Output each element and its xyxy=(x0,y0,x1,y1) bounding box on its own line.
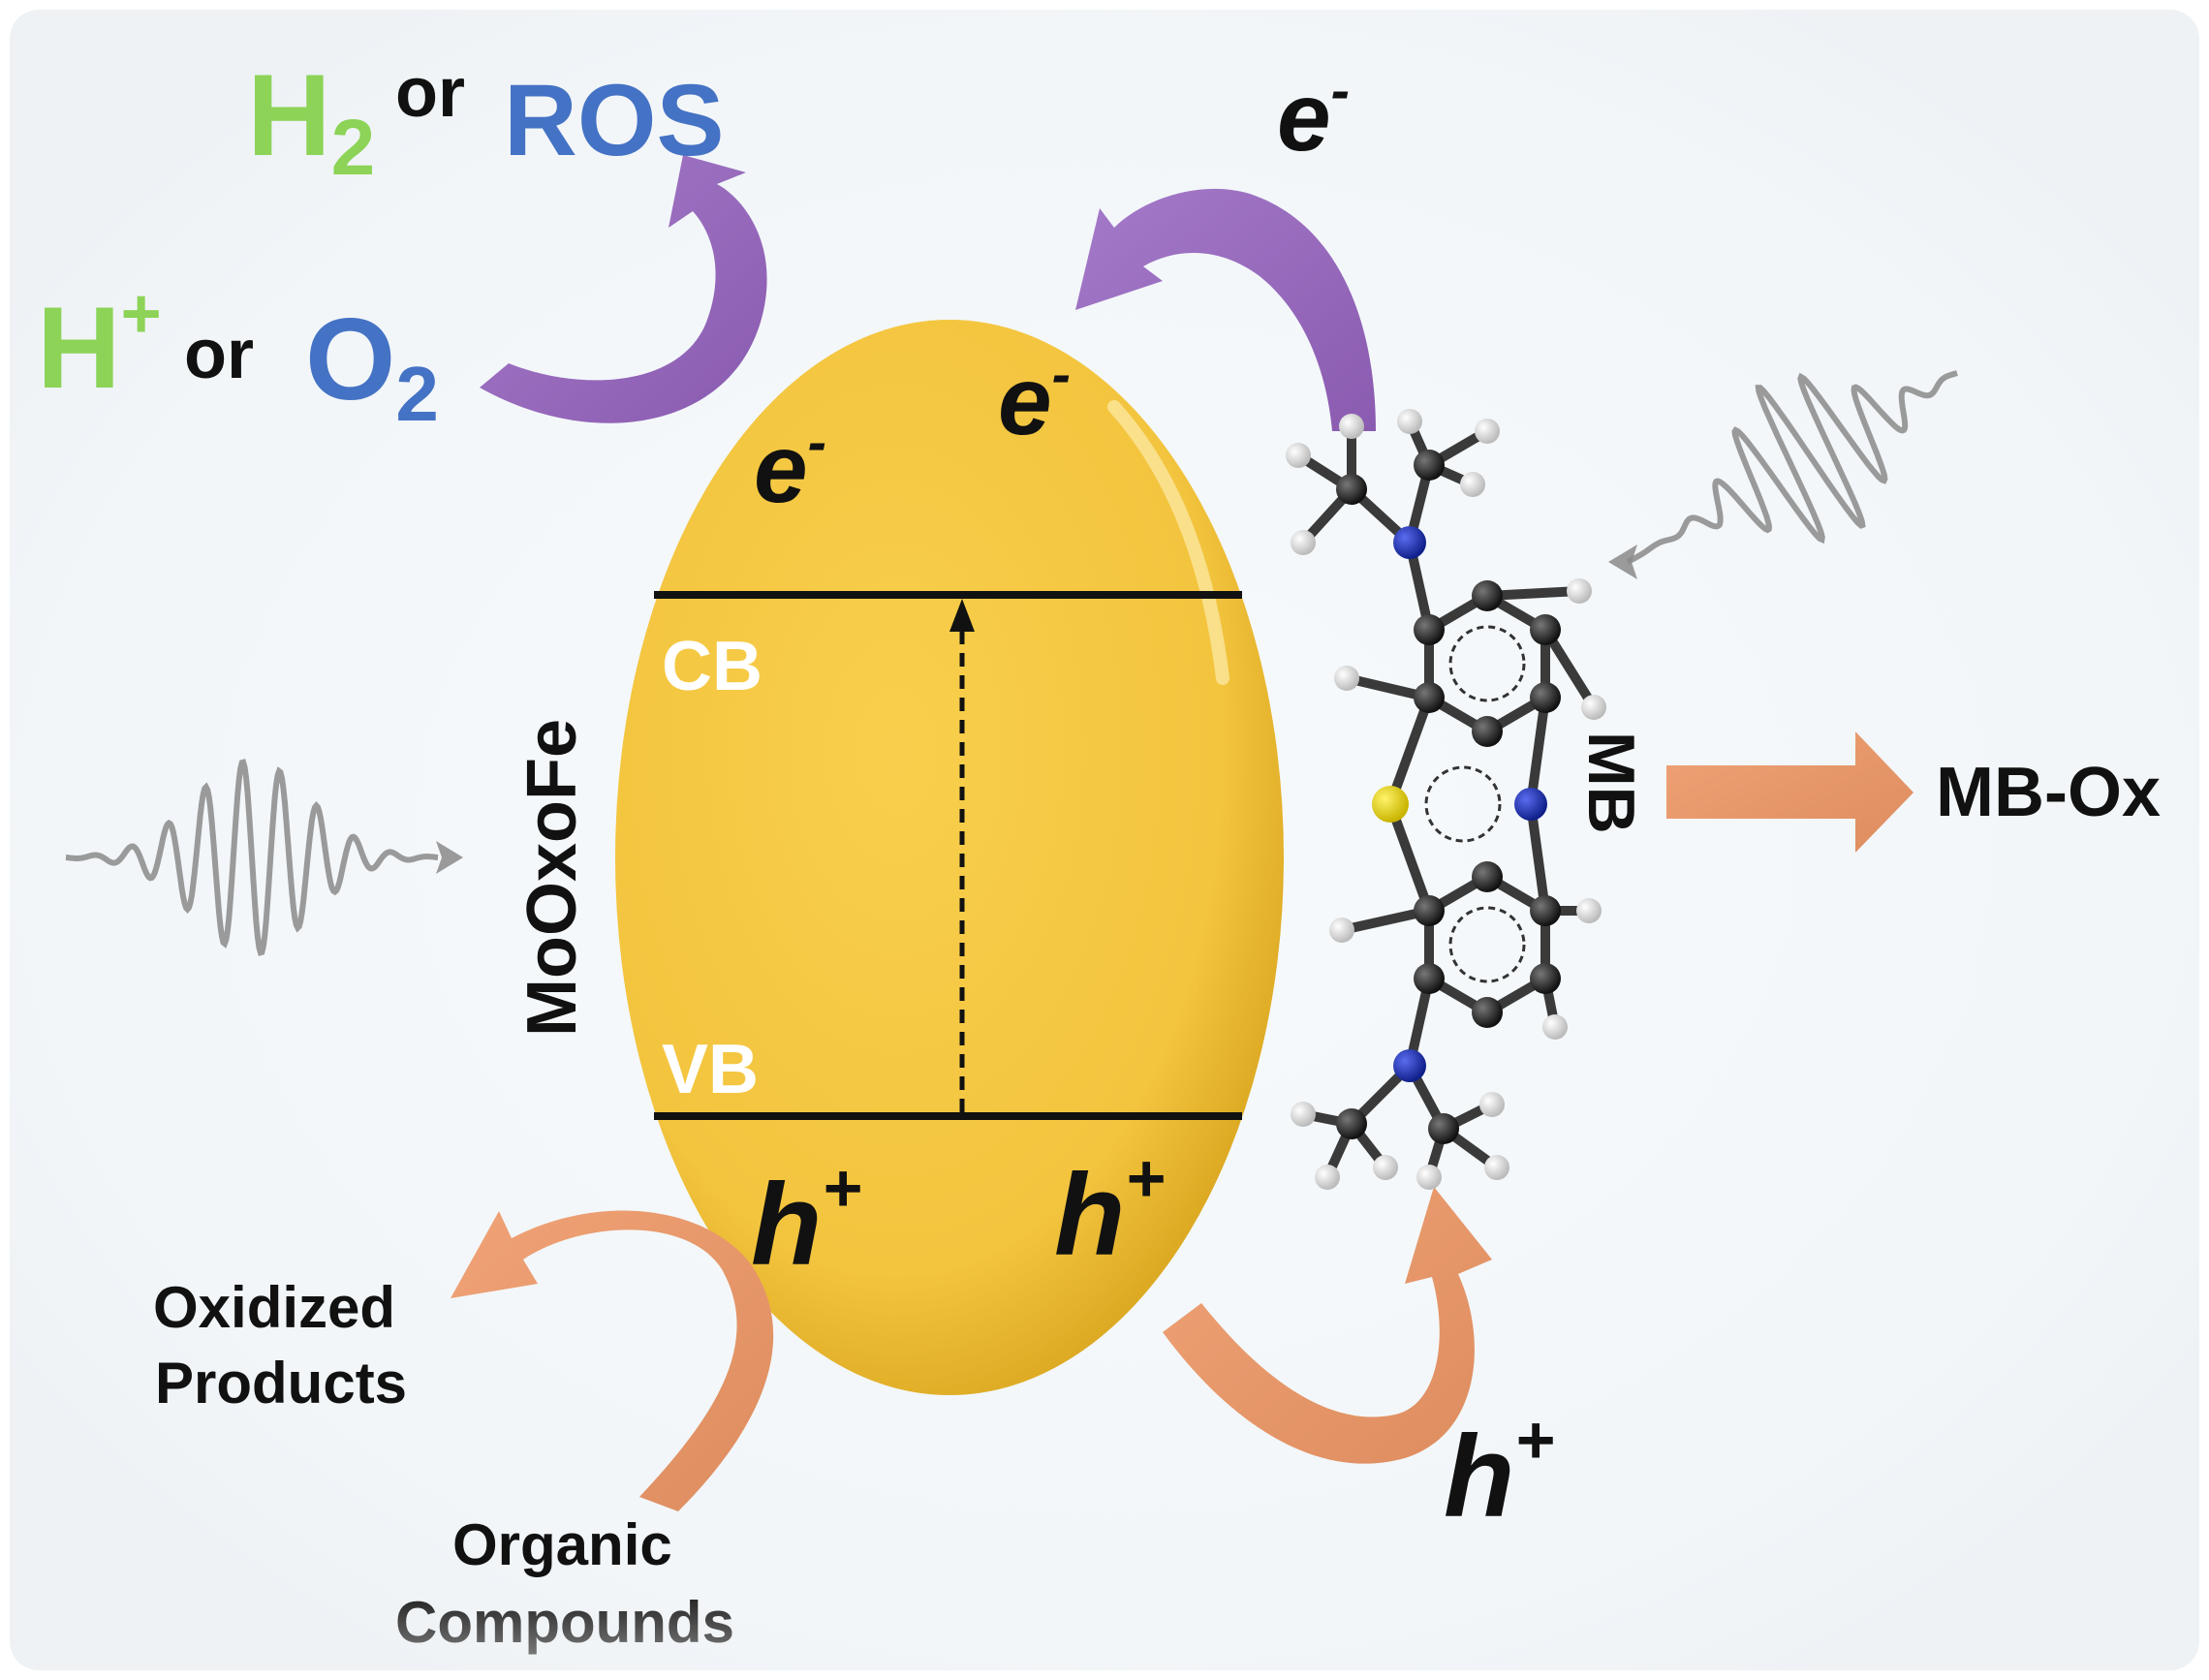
vb-label: VB xyxy=(662,1031,759,1108)
mb-label: MB xyxy=(1574,731,1648,834)
hydrogen-atom xyxy=(1479,1092,1505,1117)
aromatic-ring xyxy=(1448,906,1526,983)
carbon-atom xyxy=(1414,682,1445,713)
hydrogen-atom xyxy=(1286,443,1311,468)
purple-arrow-reduction xyxy=(480,155,767,423)
electron-label-left: e- xyxy=(754,411,826,523)
hydrogen-atom xyxy=(1567,578,1592,604)
cb-label: CB xyxy=(662,628,762,705)
or-bottom-label: or xyxy=(184,316,254,393)
hydrogen-atom xyxy=(1291,530,1316,555)
ros-label: ROS xyxy=(504,64,725,177)
hydrogen-atom xyxy=(1542,1014,1568,1040)
h2-label: H2 xyxy=(247,50,375,192)
carbon-atom xyxy=(1530,614,1561,645)
molecule-bond xyxy=(1526,693,1550,809)
molecule-bond xyxy=(1385,693,1434,809)
hydrogen-atom xyxy=(1581,695,1606,720)
carbon-atom xyxy=(1530,895,1561,926)
photocatalyst-particle xyxy=(615,320,1284,1395)
carbon-atom xyxy=(1414,963,1445,994)
hydrogen-atom xyxy=(1475,419,1500,444)
hydrogen-atom xyxy=(1373,1155,1398,1180)
organic-compounds-line1: Organic xyxy=(452,1512,672,1577)
h-plus-label: H+ xyxy=(37,275,162,413)
carbon-atom xyxy=(1530,963,1561,994)
hydrogen-atom xyxy=(1576,898,1602,923)
excitation-arrowhead xyxy=(949,599,975,632)
aromatic-ring xyxy=(1424,765,1502,843)
molecule-bond xyxy=(1526,799,1550,916)
carbon-atom xyxy=(1530,682,1561,713)
hydrogen-atom xyxy=(1416,1165,1442,1190)
hole-label-left: h+ xyxy=(751,1150,861,1290)
hydrogen-atom xyxy=(1484,1155,1509,1180)
carbon-atom xyxy=(1414,614,1445,645)
nitrogen-atom xyxy=(1393,526,1426,559)
light-wave-right-path xyxy=(1626,370,1958,565)
hydrogen-atom xyxy=(1397,409,1422,434)
aromatic-ring xyxy=(1448,625,1526,702)
or-top-label: or xyxy=(395,54,465,132)
hydrogen-atom xyxy=(1329,918,1354,943)
sulfur-atom xyxy=(1372,786,1409,823)
carbon-atom xyxy=(1472,580,1503,611)
electron-label-right: e- xyxy=(998,343,1071,455)
hydrogen-atom xyxy=(1334,666,1359,691)
methylene-blue-molecule-icon xyxy=(1286,409,1606,1190)
carbon-atom xyxy=(1336,474,1367,505)
carbon-atom xyxy=(1414,450,1445,481)
mb-ox-label: MB-Ox xyxy=(1936,754,2161,831)
electron-label-top: e- xyxy=(1277,59,1350,171)
molecule-bond xyxy=(1385,799,1434,916)
organic-compounds-line2: Compounds xyxy=(395,1590,734,1655)
carbon-atom xyxy=(1336,1108,1367,1139)
particle-highlight xyxy=(1107,400,1229,685)
particle-name: MoOxoFe xyxy=(513,719,591,1037)
hydrogen-atom xyxy=(1339,414,1364,439)
nitrogen-atom xyxy=(1393,1049,1426,1082)
hydrogen-atom xyxy=(1291,1102,1316,1127)
nitrogen-atom xyxy=(1514,788,1547,821)
carbon-atom xyxy=(1472,861,1503,892)
light-wave-left-arrowhead xyxy=(436,841,463,874)
hydrogen-atom xyxy=(1315,1165,1340,1190)
orange-arrow-oxidation xyxy=(451,1210,774,1511)
hydrogen-atom xyxy=(1460,472,1485,497)
light-wave-left-icon xyxy=(65,759,463,956)
orange-arrow-hole-transfer xyxy=(1163,1187,1492,1464)
purple-arrow-injection xyxy=(1075,188,1376,431)
orange-arrow-mb-oxidation xyxy=(1666,731,1913,853)
oxidized-products-line2: Products xyxy=(155,1351,407,1416)
light-wave-left-path xyxy=(65,759,439,956)
light-wave-right-arrowhead xyxy=(1608,544,1637,579)
carbon-atom xyxy=(1472,997,1503,1028)
light-wave-right-icon xyxy=(1608,370,1958,579)
carbon-atom xyxy=(1472,716,1503,747)
oxidized-products-line1: Oxidized xyxy=(153,1275,395,1340)
o2-label: O2 xyxy=(305,295,439,437)
hole-label-right: h+ xyxy=(1054,1140,1165,1280)
carbon-atom xyxy=(1428,1113,1459,1144)
hole-label-bottom: h+ xyxy=(1444,1402,1554,1541)
carbon-atom xyxy=(1414,895,1445,926)
